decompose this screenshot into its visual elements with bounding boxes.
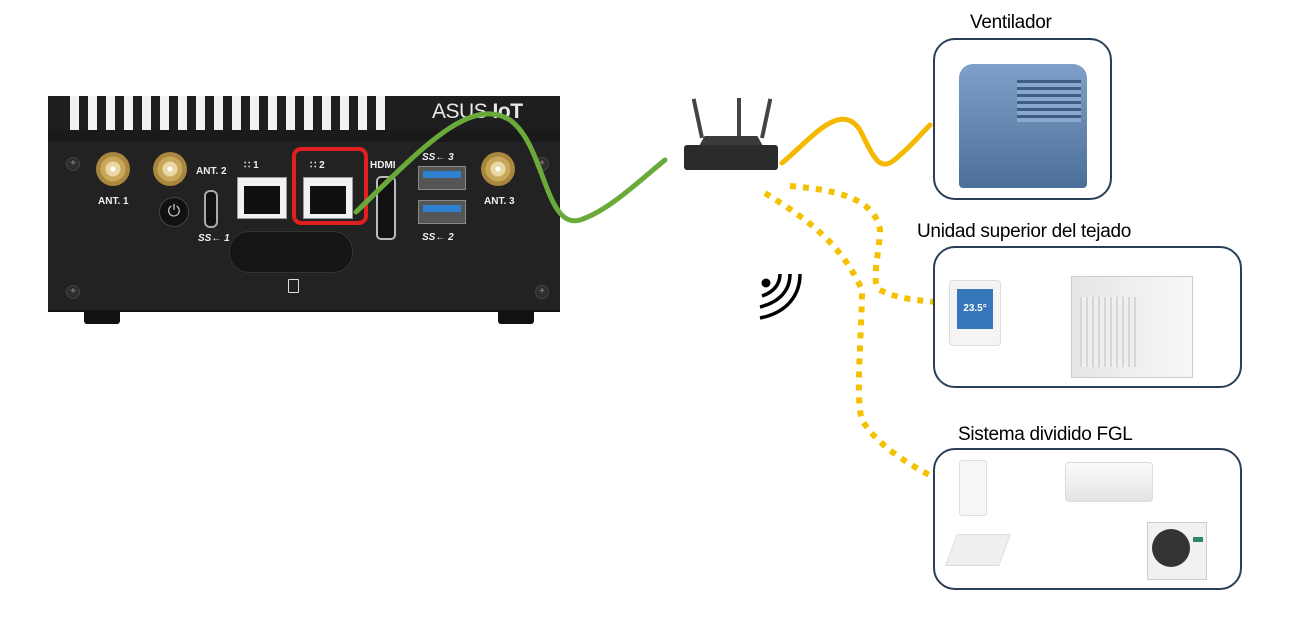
wireless-link-rooftop [789, 183, 936, 305]
thermostat-image: 23.5° [949, 280, 1001, 346]
heatsink-fin [160, 96, 169, 130]
heatsink-fin [304, 96, 313, 130]
heatsink-fin [196, 96, 205, 130]
heatsink-fin [232, 96, 241, 130]
ventilador-title: Ventilador [970, 12, 1052, 33]
device-front-panel [48, 142, 560, 312]
screw-icon: + [66, 285, 80, 299]
ethernet-cable [353, 111, 668, 224]
heatsink-fin [250, 96, 259, 130]
antenna-connector-1 [96, 152, 130, 186]
controller-image [945, 534, 1011, 566]
wifi-adapter-image [959, 460, 987, 516]
hdmi-label: HDMI [370, 160, 396, 171]
usb2-label: SS← 2 [422, 232, 454, 243]
lan2-label: ∷ 2 [310, 160, 325, 171]
usb-a-port-2 [418, 200, 466, 224]
router-body [684, 145, 778, 170]
heatsink-fin [88, 96, 97, 130]
antenna-connector-2 [153, 152, 187, 186]
screw-icon: + [66, 157, 80, 171]
port-cover-plate [229, 231, 353, 273]
ant1-label: ANT. 1 [98, 196, 129, 207]
power-icon: ⏻ [167, 203, 181, 220]
heatsink-fin [358, 96, 367, 130]
ventilator-grille [1017, 80, 1081, 122]
thermostat-reading: 23.5° [957, 289, 993, 329]
heatsink-fin [268, 96, 277, 130]
sd-card-icon [288, 279, 299, 293]
wireless-signal-icon [759, 273, 802, 320]
usb-a-port-3 [418, 166, 466, 190]
power-button[interactable]: ⏻ [159, 197, 189, 227]
heatsink-fin [214, 96, 223, 130]
rooftop-unit-image [1071, 276, 1193, 378]
outdoor-unit-image [1147, 522, 1207, 580]
device-foot [84, 310, 120, 324]
router-antenna [737, 98, 741, 138]
heatsink-fin [286, 96, 295, 130]
usb1-label: SS← 1 [198, 233, 230, 244]
hdmi-port [376, 176, 396, 240]
wired-link-ventilador [779, 116, 933, 167]
lan2-highlight-box [292, 147, 368, 225]
heatsink-fin [178, 96, 187, 130]
lan1-label: ∷ 1 [244, 160, 259, 171]
usb3-label: SS← 3 [422, 152, 454, 163]
rooftop-unit-title: Unidad superior del tejado [917, 221, 1132, 242]
heatsink-fin [340, 96, 349, 130]
antenna-connector-3 [481, 152, 515, 186]
ant3-label: ANT. 3 [484, 196, 515, 207]
heatsink-fin [142, 96, 151, 130]
split-system-title: Sistema dividido FGL [958, 424, 1133, 445]
rooftop-unit-card: 23.5° [933, 246, 1242, 388]
ventilador-card [933, 38, 1112, 200]
heatsink-fin [106, 96, 115, 130]
heatsink-fin [376, 96, 385, 130]
screw-icon: + [535, 285, 549, 299]
usb-c-port [204, 190, 218, 228]
lan-port-2 [303, 177, 353, 219]
split-system-card [933, 448, 1242, 590]
wireless-link-split [763, 190, 937, 481]
indoor-unit-image [1065, 462, 1153, 502]
device-foot [498, 310, 534, 324]
heatsink-fin [70, 96, 79, 130]
heatsink-fin [124, 96, 133, 130]
ant2-label: ANT. 2 [196, 166, 227, 177]
lan-port-1 [237, 177, 287, 219]
heatsink-fin [322, 96, 331, 130]
